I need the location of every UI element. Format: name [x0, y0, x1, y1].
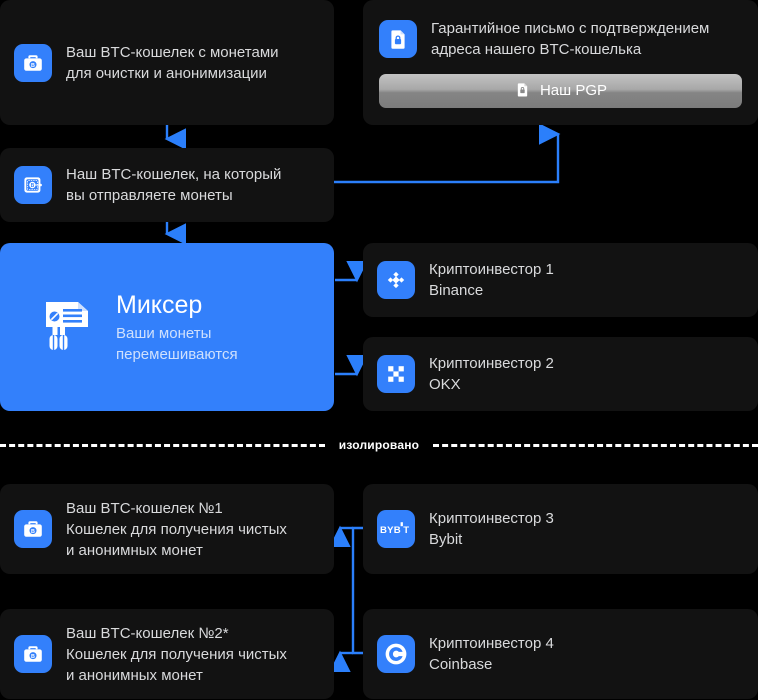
receive-wallet-1-title: Ваш BTC-кошелек №1 — [66, 499, 223, 517]
mixer-icon — [40, 294, 98, 361]
divider-line-right — [433, 443, 758, 447]
investor-4-text-group: Криптоинвестор 4 Coinbase — [429, 633, 554, 675]
btc-safe-icon: B — [14, 166, 52, 204]
investor-3-name: Bybit — [429, 531, 463, 548]
investor-4-title: Криптоинвестор 4 — [429, 635, 554, 652]
receive-wallet-2-desc: Кошелек для получения чистых и анонимных… — [66, 645, 287, 684]
source-wallet-label: Ваш BTC-кошелек с монетами для очистки и… — [66, 43, 279, 82]
bybit-icon: BYB T — [377, 510, 415, 548]
binance-icon — [377, 261, 415, 299]
investor-3-title: Криптоинвестор 3 — [429, 510, 554, 527]
our-wallet-text-group: Наш BTC-кошелек, на который вы отправляе… — [66, 164, 281, 206]
investor-2-text-group: Криптоинвестор 2 OKX — [429, 353, 554, 395]
card-our-wallet[interactable]: B Наш BTC-кошелек, на который вы отправл… — [0, 148, 334, 222]
guarantee-text-group: Гарантийное письмо с подтверждением адре… — [431, 18, 709, 60]
card-investor-1[interactable]: Криптоинвестор 1 Binance — [363, 243, 758, 317]
investor-1-text-group: Криптоинвестор 1 Binance — [429, 259, 554, 301]
investor-3-text-group: Криптоинвестор 3 Bybit — [429, 508, 554, 550]
connector-our-wallet-to-guarantee — [334, 123, 561, 184]
source-wallet-text-group: Ваш BTC-кошелек с монетами для очистки и… — [66, 42, 279, 84]
svg-text:B: B — [31, 654, 35, 660]
card-guarantee-letter[interactable]: Гарантийное письмо с подтверждением адре… — [363, 0, 758, 125]
mixer-title: Миксер — [116, 290, 203, 319]
svg-text:B: B — [31, 529, 35, 535]
guarantee-label: Гарантийное письмо с подтверждением адре… — [431, 19, 710, 58]
our-wallet-label: Наш BTC-кошелек, на который вы отправляе… — [66, 166, 282, 204]
card-source-wallet[interactable]: B Ваш BTC-кошелек с монетами для очистки… — [0, 0, 334, 125]
svg-text:BYB: BYB — [380, 525, 401, 536]
svg-text:B: B — [31, 63, 35, 69]
mixer-subtitle: Ваши монеты перемешиваются — [116, 324, 238, 363]
btc-toolbox-icon: B — [14, 43, 52, 82]
isolated-label: изолировано — [338, 438, 420, 452]
investor-2-name: OKX — [429, 376, 461, 393]
btc-toolbox-icon: B — [14, 510, 52, 548]
investor-4-name: Coinbase — [429, 656, 493, 673]
receive-wallet-1-text-group: Ваш BTC-кошелек №1 Кошелек для получения… — [66, 498, 287, 561]
document-lock-icon — [514, 81, 531, 101]
investor-1-name: Binance — [429, 282, 484, 299]
card-mixer[interactable]: Миксер Ваши монеты перемешиваются — [0, 243, 334, 411]
investor-2-title: Криптоинвестор 2 — [429, 355, 554, 372]
connector-investors-to-wallets — [329, 525, 363, 673]
our-pgp-button-label: Наш PGP — [539, 82, 608, 99]
coinbase-icon — [377, 635, 415, 673]
receive-wallet-2-text-group: Ваш BTC-кошелек №2* Кошелек для получени… — [66, 623, 287, 686]
mixer-text-group: Миксер Ваши монеты перемешиваются — [116, 290, 238, 365]
receive-wallet-2-title: Ваш BTC-кошелек №2* — [66, 624, 229, 642]
card-receive-wallet-2[interactable]: B Ваш BTC-кошелек №2* Кошелек для получе… — [0, 609, 334, 699]
guarantee-header-row: Гарантийное письмо с подтверждением адре… — [379, 18, 742, 60]
receive-wallet-1-desc: Кошелек для получения чистых и анонимных… — [66, 520, 287, 559]
our-pgp-button[interactable]: Наш PGP — [379, 73, 742, 108]
card-investor-4[interactable]: Криптоинвестор 4 Coinbase — [363, 609, 758, 699]
isolated-divider: изолировано — [0, 437, 758, 453]
card-investor-2[interactable]: Криптоинвестор 2 OKX — [363, 337, 758, 411]
document-lock-icon — [379, 19, 417, 58]
investor-1-title: Криптоинвестор 1 — [429, 261, 554, 278]
card-investor-3[interactable]: BYB T Криптоинвестор 3 Bybit — [363, 484, 758, 574]
svg-text:T: T — [403, 525, 409, 536]
btc-toolbox-icon: B — [14, 635, 52, 673]
card-receive-wallet-1[interactable]: B Ваш BTC-кошелек №1 Кошелек для получен… — [0, 484, 334, 574]
divider-line-left — [0, 443, 325, 447]
svg-text:B: B — [31, 183, 35, 189]
okx-icon — [377, 355, 415, 393]
